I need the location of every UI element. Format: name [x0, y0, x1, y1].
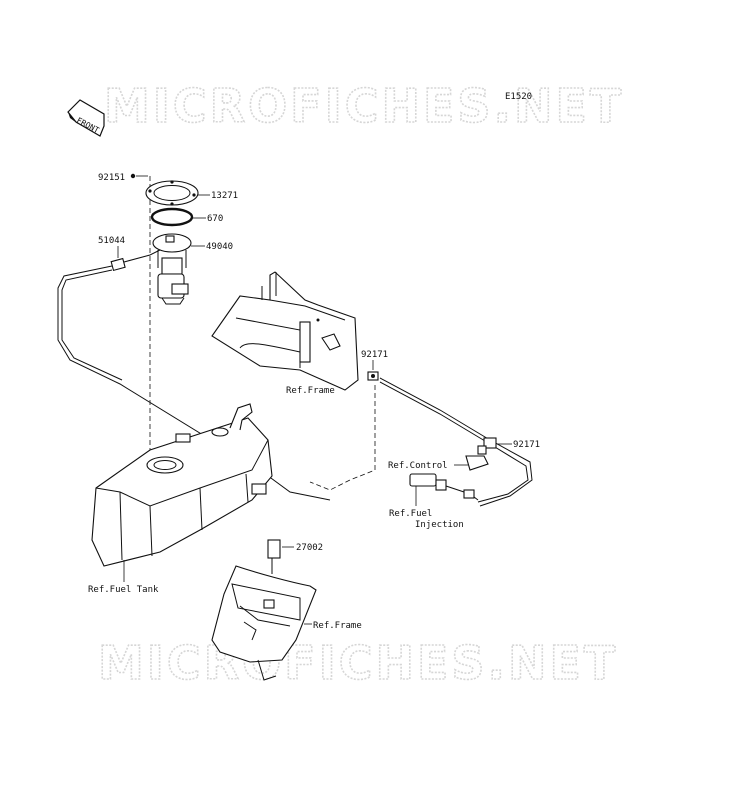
ref-fuel-tank: Ref.Fuel Tank — [88, 585, 159, 595]
fuel-hose — [57, 265, 331, 501]
clamp-92171-top-icon — [367, 371, 379, 381]
front-arrow-icon: FRONT — [67, 99, 105, 137]
clamp-92171-right-icon — [477, 437, 497, 455]
connector-51044-icon — [110, 249, 161, 272]
fuel-injection-part-icon — [409, 473, 479, 501]
plate-13271-icon — [145, 180, 199, 206]
o-ring-670-icon — [150, 207, 194, 227]
bolt-92151-icon — [130, 173, 136, 179]
right-hose — [379, 377, 533, 507]
fuel-tank-icon — [91, 403, 273, 567]
watermark-top: MICROFICHES.NET — [104, 79, 624, 133]
callout-92151: 92151 — [98, 173, 125, 183]
callout-49040: 49040 — [206, 242, 233, 252]
callout-92171-right: 92171 — [513, 440, 540, 450]
ref-fuel-injection-line2: Injection — [415, 520, 464, 530]
callout-27002: 27002 — [296, 543, 323, 553]
frame-section-icon — [211, 271, 359, 391]
fuel-pump-49040-icon — [152, 233, 192, 305]
control-bracket-icon — [465, 455, 489, 471]
figure-code: E1520 — [505, 92, 532, 102]
callout-92171-top: 92171 — [361, 350, 388, 360]
callout-13271: 13271 — [211, 191, 238, 201]
ref-fuel-injection-line1: Ref.Fuel — [389, 509, 432, 519]
ref-control: Ref.Control — [388, 461, 448, 471]
ref-frame-bottom: Ref.Frame — [313, 621, 362, 631]
callout-670: 670 — [207, 214, 223, 224]
bottom-frame-icon — [211, 539, 317, 681]
watermark-bottom: MICROFICHES.NET — [98, 636, 618, 690]
callout-51044: 51044 — [98, 236, 125, 246]
ref-frame-top: Ref.Frame — [286, 386, 335, 396]
